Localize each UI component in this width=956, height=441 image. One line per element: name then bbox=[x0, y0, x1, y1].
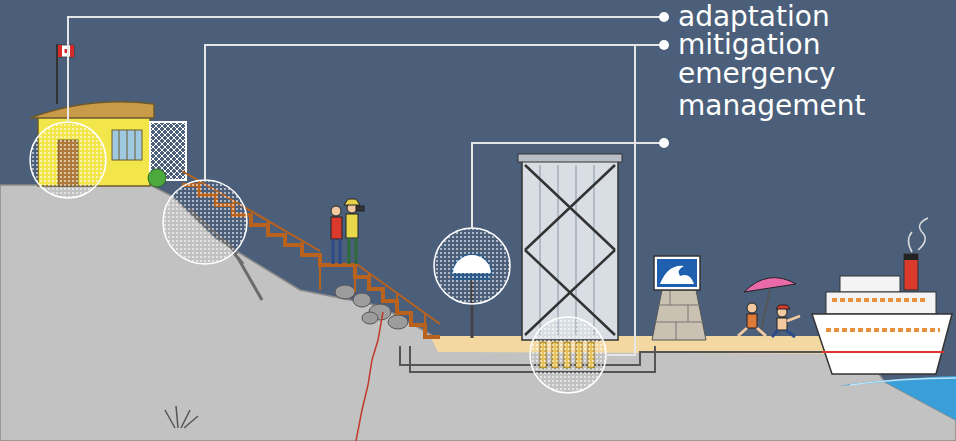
umbrella bbox=[744, 278, 796, 292]
window-bars bbox=[119, 130, 135, 160]
leader-lines bbox=[68, 17, 664, 355]
legs bbox=[349, 238, 356, 264]
rock bbox=[388, 315, 408, 329]
bush bbox=[148, 169, 166, 187]
legs bbox=[333, 239, 340, 264]
callout-label: mitigation bbox=[678, 29, 938, 61]
leader-dot bbox=[659, 40, 669, 50]
building-windows bbox=[540, 165, 594, 335]
pedestal-stones bbox=[655, 290, 703, 340]
head bbox=[747, 303, 757, 313]
flag-band bbox=[58, 45, 62, 57]
building-cap bbox=[518, 154, 622, 162]
arm bbox=[787, 316, 800, 321]
sign-panel bbox=[654, 256, 700, 290]
leader-dots bbox=[659, 12, 669, 148]
leader-line bbox=[205, 45, 664, 180]
torso bbox=[346, 214, 358, 238]
cross-bracing bbox=[525, 165, 615, 335]
head bbox=[331, 206, 341, 216]
callout-label: emergency management bbox=[678, 58, 908, 122]
house-roof bbox=[30, 102, 154, 118]
leader-dot bbox=[659, 138, 669, 148]
fault-crack bbox=[356, 312, 383, 441]
leader-line bbox=[606, 45, 635, 355]
sea-wave bbox=[850, 378, 956, 385]
mid-deck bbox=[826, 292, 936, 314]
hat bbox=[344, 199, 360, 205]
smoke bbox=[909, 218, 929, 252]
sign-pedestal bbox=[652, 290, 706, 340]
beachgoers bbox=[738, 278, 800, 337]
underground-services bbox=[400, 346, 840, 372]
rock bbox=[335, 285, 355, 299]
window bbox=[112, 130, 142, 160]
callout-circle bbox=[434, 228, 510, 304]
torso bbox=[777, 318, 787, 330]
visitors bbox=[331, 199, 364, 264]
flag-band bbox=[70, 45, 74, 57]
torso bbox=[331, 217, 342, 239]
rock bbox=[353, 293, 371, 307]
grass-tuft bbox=[165, 406, 198, 428]
funnel bbox=[904, 254, 918, 290]
cruise-ship bbox=[812, 218, 952, 374]
callout-circle bbox=[530, 317, 606, 393]
hull bbox=[812, 314, 952, 374]
tall-building bbox=[518, 154, 622, 340]
umbrella-pole bbox=[760, 290, 770, 336]
funnel-top bbox=[904, 254, 918, 260]
tsunami-sign bbox=[652, 256, 706, 340]
legs bbox=[772, 330, 795, 337]
ground bbox=[0, 185, 956, 441]
binoculars bbox=[356, 206, 364, 211]
wave-symbol bbox=[660, 266, 694, 284]
legs bbox=[738, 328, 766, 336]
upper-deck bbox=[840, 276, 900, 292]
flag bbox=[58, 45, 74, 57]
callout-circle bbox=[30, 122, 106, 198]
sea bbox=[838, 376, 956, 420]
building-body bbox=[522, 160, 618, 340]
callout-circles bbox=[30, 122, 606, 393]
callout-circle bbox=[163, 180, 247, 264]
hull-stripe bbox=[822, 351, 944, 353]
leader-dot bbox=[659, 12, 669, 22]
cap bbox=[776, 305, 790, 309]
torso bbox=[747, 314, 757, 328]
rock bbox=[362, 312, 378, 324]
portholes bbox=[826, 300, 940, 330]
leader-line bbox=[68, 17, 664, 122]
leader-line bbox=[472, 143, 664, 228]
sign-field bbox=[657, 259, 697, 287]
